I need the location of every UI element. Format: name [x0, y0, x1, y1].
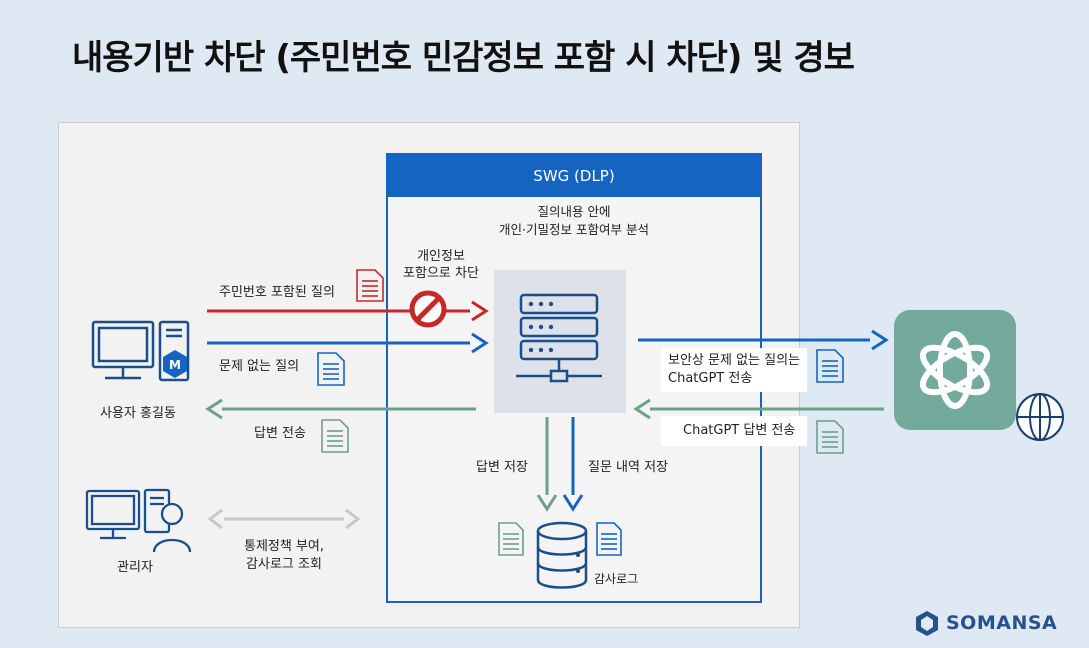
block-icon	[409, 290, 447, 328]
policy-line1: 통제정책 부여,	[243, 539, 325, 554]
m-badge-icon: M	[163, 350, 187, 378]
chatgpt-logo-icon	[919, 331, 991, 409]
audit-log-label: 감사로그	[594, 572, 639, 586]
document-icon-green-db	[498, 522, 524, 556]
logo-text: SOMANSA	[946, 612, 1058, 634]
globe-icon	[1016, 393, 1064, 441]
answer-send-label: 답변 전송	[254, 426, 306, 441]
ok-query-arrow	[207, 332, 489, 354]
policy-label: 통제정책 부여, 감사로그 조회	[229, 538, 339, 574]
somansa-logo: SOMANSA	[914, 612, 1057, 634]
somansa-logo-icon	[916, 611, 938, 636]
gpt-answer-label: ChatGPT 답변 전송	[661, 416, 808, 446]
server-icon	[516, 293, 602, 383]
document-icon-blue-db	[596, 522, 622, 556]
to-gpt-label: 보안상 문제 없는 질의는 ChatGPT 전송	[661, 348, 807, 392]
answer-store-arrow	[536, 417, 558, 512]
swg-header: SWG (DLP)	[388, 155, 760, 197]
block-reason-line1: 개인정보	[417, 249, 465, 264]
database-dots	[576, 553, 580, 573]
svg-text:M: M	[169, 358, 181, 372]
policy-line2: 감사로그 조회	[246, 557, 322, 572]
document-icon-blue	[317, 352, 345, 386]
swg-desc-line2: 개인·기밀정보 포함여부 분석	[499, 222, 649, 237]
admin-policy-arrow	[207, 508, 361, 530]
swg-description: 질의내용 안에 개인·기밀정보 포함여부 분석	[388, 203, 760, 239]
block-reason-label: 개인정보 포함으로 차단	[393, 248, 489, 282]
to-chatgpt-arrow	[638, 329, 889, 351]
document-icon-red	[356, 269, 384, 302]
from-chatgpt-arrow	[633, 398, 884, 420]
admin-label: 관리자	[117, 560, 153, 575]
page-title: 내용기반 차단 (주민번호 민감정보 포함 시 차단) 및 경보	[72, 38, 855, 78]
document-icon-green	[321, 419, 349, 453]
ok-query-label: 문제 없는 질의	[219, 359, 300, 374]
blocked-query-label: 주민번호 포함된 질의	[219, 285, 335, 300]
user-label: 사용자 홍길동	[100, 406, 176, 421]
admin-icon	[85, 488, 192, 553]
to-gpt-line1: 보안상 문제 없는 질의는	[668, 353, 800, 368]
block-reason-line2: 포함으로 차단	[403, 266, 479, 281]
answer-store-label: 답변 저장	[476, 460, 528, 475]
computer-icon	[91, 320, 190, 382]
database-icon	[536, 521, 588, 589]
document-icon-blue-gpt	[816, 349, 844, 383]
swg-desc-line1: 질의내용 안에	[537, 204, 611, 219]
chatgpt-logo-center	[943, 356, 967, 384]
answer-to-user-arrow	[205, 398, 476, 420]
query-store-arrow	[562, 417, 584, 512]
query-store-label: 질문 내역 저장	[588, 460, 669, 475]
document-icon-green-gpt	[816, 420, 844, 454]
server-dots	[528, 301, 554, 353]
to-gpt-line2: ChatGPT 전송	[668, 371, 753, 386]
